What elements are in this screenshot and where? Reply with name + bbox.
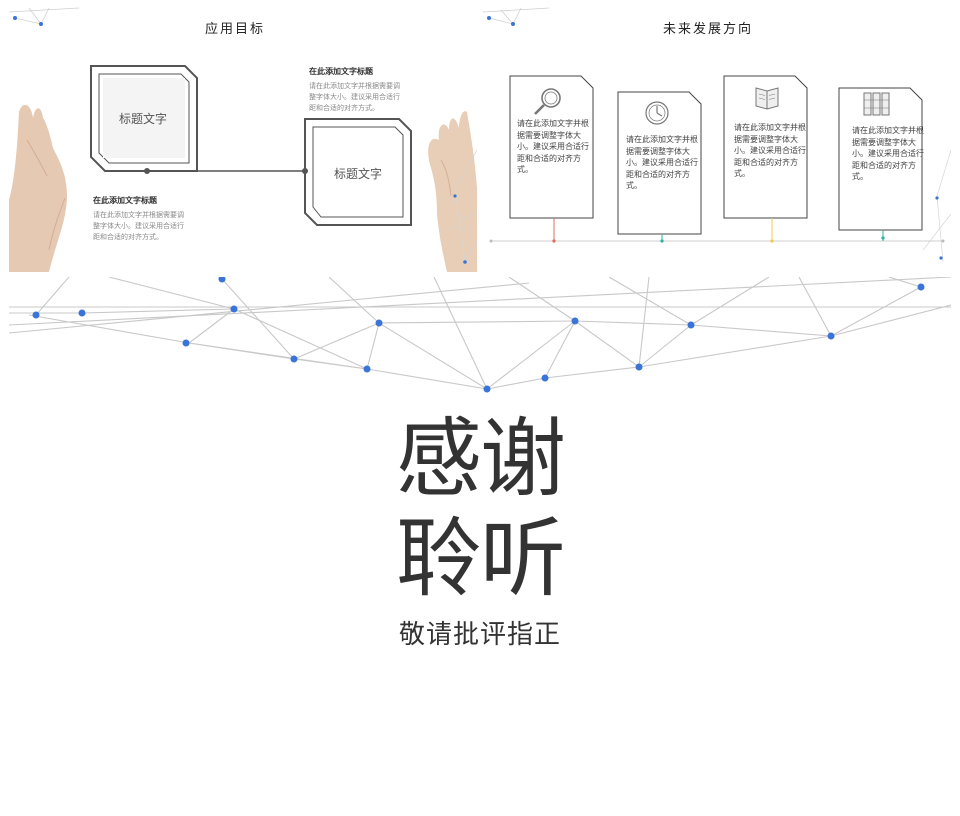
- network-node: [483, 385, 491, 393]
- network-node: [78, 309, 86, 317]
- side-network-decoration: [922, 149, 951, 263]
- book-icon: [755, 87, 779, 110]
- slide-thank-you[interactable]: 感谢 聆听 敬请批评指正: [9, 277, 951, 816]
- lower-body-line: 整字体大小。建议采用合适行: [93, 222, 184, 230]
- upper-body-line: 距和合适的对齐方式。: [309, 104, 379, 112]
- network-node: [32, 311, 40, 319]
- future-card-3: [723, 75, 808, 243]
- future-card-3-text: 请在此添加文字并根据需要调整字体大小。建议采用合适行距和合适的对齐方式。: [734, 123, 806, 178]
- corner-network-decoration: [483, 7, 550, 25]
- box2-label: 标题文字: [334, 167, 383, 181]
- future-card-1: [509, 75, 594, 243]
- upper-body-line: 请在此添加文字并根据需要调: [309, 82, 400, 90]
- thanks-subtitle: 敬请批评指正: [398, 620, 561, 650]
- network-node: [635, 363, 643, 371]
- upper-body-line: 整字体大小。建议采用合适行: [309, 93, 400, 101]
- binders-icon: [863, 92, 890, 116]
- lower-body-line: 请在此添加文字并根据需要调: [93, 211, 184, 219]
- network-node: [39, 22, 43, 26]
- corner-network-decoration: [9, 7, 80, 25]
- title-box-1-fill: [103, 78, 185, 158]
- network-node: [13, 16, 17, 20]
- network-node: [363, 365, 371, 373]
- right-hand-image: [428, 111, 477, 272]
- network-node: [827, 332, 835, 340]
- title-box-2: [304, 118, 412, 226]
- lower-body-line: 距和合适的对齐方式。: [93, 233, 163, 241]
- network-node: [571, 317, 579, 325]
- network-node: [463, 260, 467, 264]
- lower-heading: 在此添加文字标题: [93, 196, 157, 205]
- slide2-title: 未来发展方向: [663, 22, 754, 37]
- slide1-graphics: [9, 7, 477, 272]
- left-hand-image: [9, 104, 67, 272]
- future-card-1-text: 请在此添加文字并根据需要调整字体大小。建议采用合适行距和合适的对齐方式。: [517, 119, 589, 174]
- thanks-line-2: 聆听: [396, 509, 566, 609]
- upper-heading: 在此添加文字标题: [309, 67, 373, 76]
- network-node: [218, 277, 226, 283]
- future-card-2: [617, 91, 702, 243]
- box1-label: 标题文字: [119, 112, 168, 126]
- network-node: [230, 305, 238, 313]
- network-node: [375, 319, 383, 327]
- network-node: [290, 355, 298, 363]
- network-node: [182, 339, 190, 347]
- slide-application-goals[interactable]: 应用目标 标题文字 标题文字 在此添加文字标题 请在此添加文字并根据需要调 整字…: [9, 0, 477, 272]
- network-nodes: [32, 277, 925, 393]
- thanks-line-1: 感谢: [396, 409, 566, 509]
- slide2-graphics: [483, 7, 951, 263]
- network-node: [687, 321, 695, 329]
- network-node: [541, 374, 549, 382]
- slide1-title: 应用目标: [205, 22, 266, 37]
- future-card-4-text: 请在此添加文字并根据需要调整字体大小。建议采用合适行距和合适的对齐方式。: [852, 126, 924, 181]
- network-node: [939, 256, 943, 260]
- future-card-2-text: 请在此添加文字并根据需要调整字体大小。建议采用合适行距和合适的对齐方式。: [626, 135, 698, 190]
- clock-icon: [645, 101, 669, 125]
- network-node: [917, 283, 925, 291]
- network-node: [453, 194, 457, 198]
- network-banner: [9, 277, 951, 393]
- future-card-4: [838, 87, 923, 241]
- slide-future-directions[interactable]: 未来发展方向 请在此添加文字并根据需要调整字体大小。建议采用合适行距和合适的对齐…: [483, 0, 951, 272]
- network-node: [487, 16, 491, 20]
- magnifier-icon: [534, 88, 561, 115]
- network-node: [935, 196, 939, 200]
- network-node: [511, 22, 515, 26]
- connector-dot: [144, 168, 150, 174]
- side-network-decoration: [448, 149, 477, 263]
